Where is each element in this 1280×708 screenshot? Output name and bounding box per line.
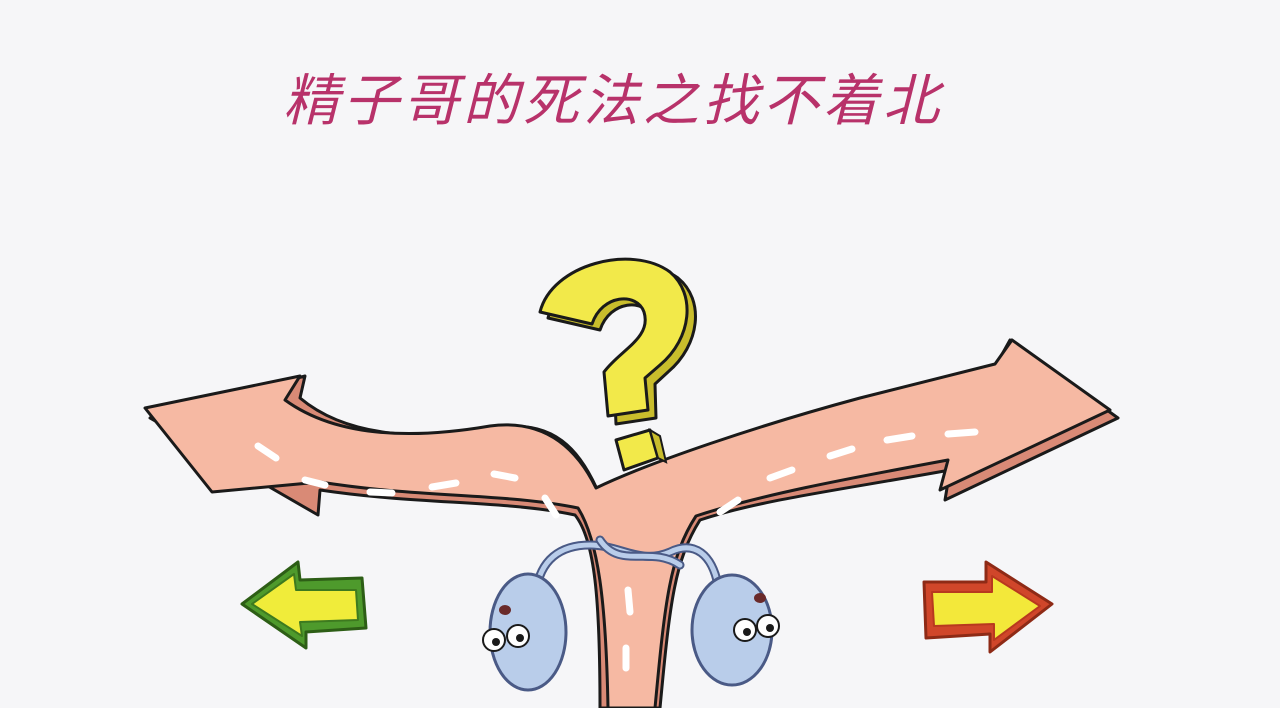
arrow-right-icon [922, 560, 1054, 654]
road-surface [143, 338, 1112, 708]
arrow-left-icon [240, 560, 368, 650]
question-mark-icon [538, 257, 697, 472]
sperm-left [482, 572, 568, 692]
forked-road [143, 338, 1120, 708]
page-title: 精子哥的死法之找不着北 [283, 69, 943, 134]
sperm-characters [482, 535, 780, 692]
sperm-right [690, 573, 780, 687]
lane-markings [254, 428, 979, 672]
